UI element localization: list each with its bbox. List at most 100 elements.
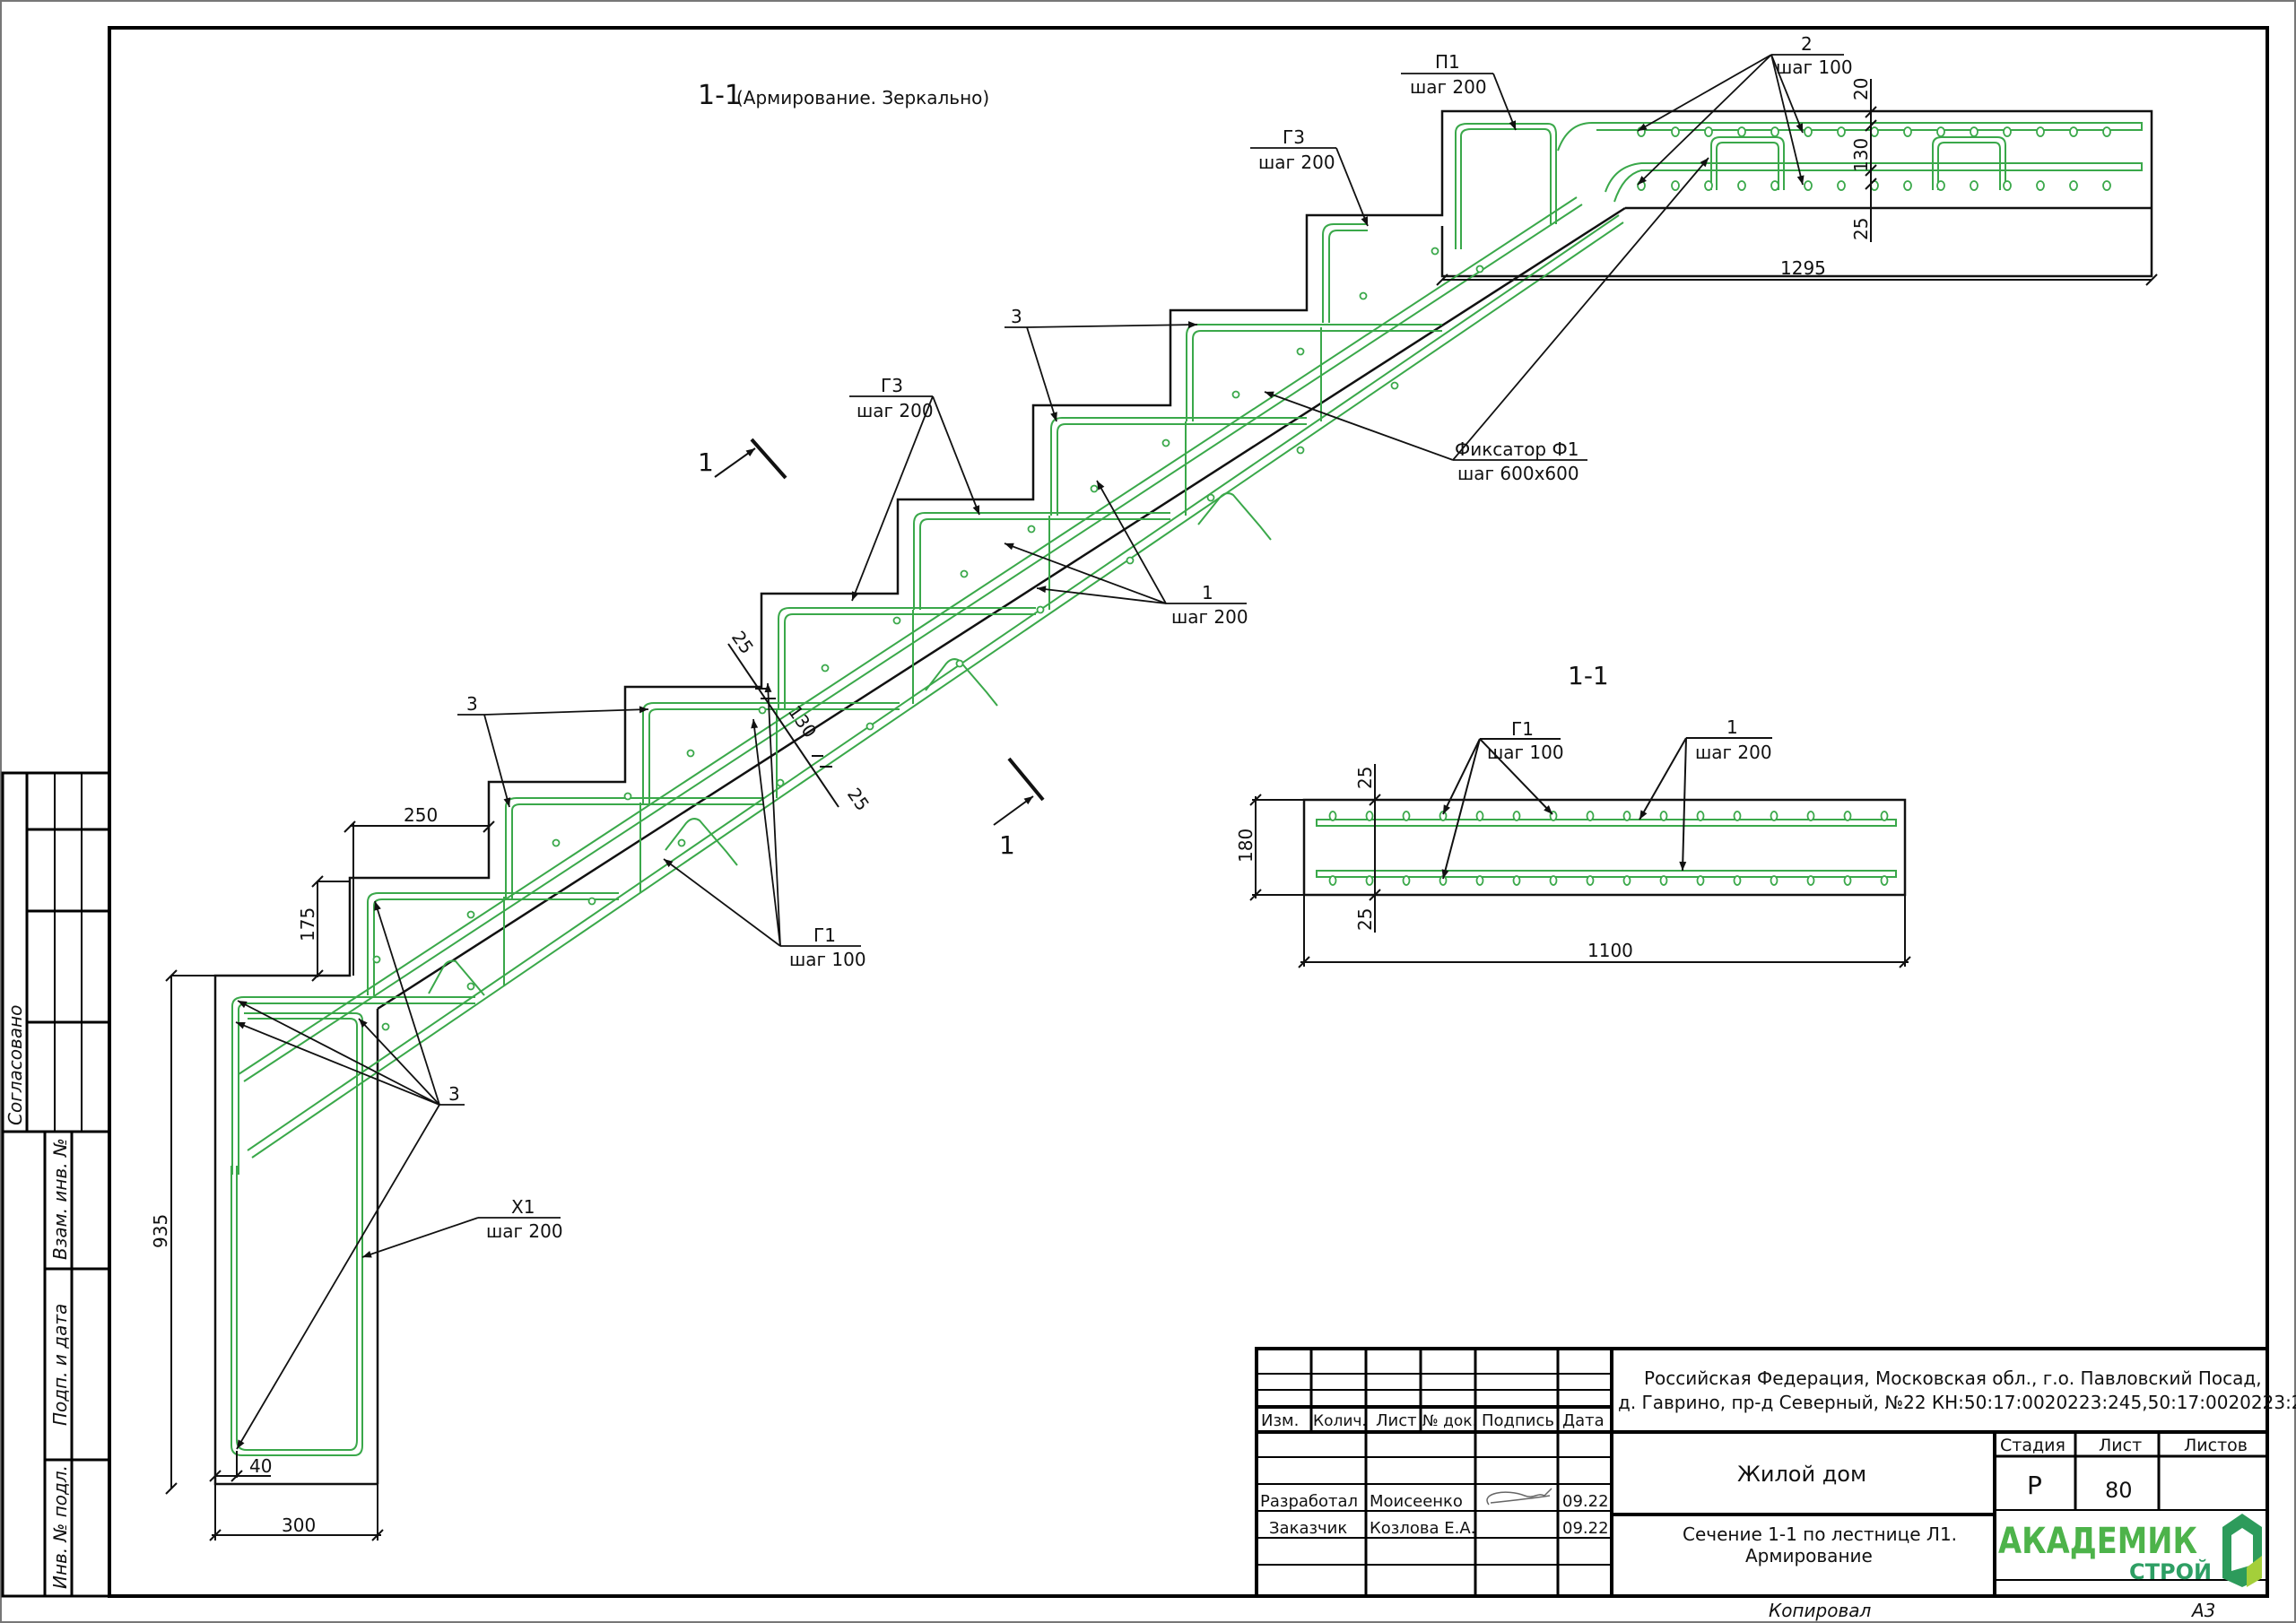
section-top-bar [1316, 819, 1897, 827]
tb-row-name-0: Моисеенко [1370, 1492, 1463, 1511]
sec-callout-bar1-step: шаг 200 [1695, 742, 1772, 763]
sec-dim-height: 180 [1235, 829, 1257, 863]
tb-header-izm: Изм. [1261, 1411, 1299, 1430]
logo-house-icon [2222, 1514, 2262, 1587]
dim-wall-width: 300 [282, 1515, 316, 1536]
dimension-lines [165, 79, 2158, 1541]
sec-callout-bar1-mark: 1 [1726, 716, 1738, 738]
landing-bottom-bar [1605, 162, 2143, 203]
dim-wall-height: 935 [150, 1214, 171, 1248]
section-mark-lower: 1 [993, 757, 1045, 860]
tb-header-podpis: Подпись [1482, 1411, 1554, 1430]
section-outline [1302, 798, 1907, 897]
tb-row-role-1: Заказчик [1269, 1519, 1347, 1538]
flight-top-bar [238, 196, 1583, 1082]
tb-header-kolich: Колич. [1313, 1412, 1367, 1430]
dim-flight-bottom-cover: 25 [843, 784, 874, 815]
callout-fixator-mark: Фиксатор Ф1 [1455, 438, 1578, 460]
stamp-agreed-label: Согласовано [4, 1005, 26, 1125]
callout-bar1-mark: 1 [1202, 582, 1213, 603]
landing-fixators [1710, 136, 2006, 190]
sec-callout-g1-step: шаг 100 [1487, 742, 1564, 763]
stamp-inv-orig-label: Инв. № подл. [49, 1465, 71, 1589]
tb-address-line2: д. Гаврино, пр-д Северный, №22 КН:50:17:… [1618, 1392, 2296, 1413]
landing-top-bar [1557, 122, 2143, 152]
tb-row-role-0: Разработал [1260, 1492, 1358, 1511]
rebar-cage [230, 122, 2143, 1456]
tb-stage-label: Стадия [2000, 1436, 2066, 1455]
main-view-title-number: 1-1 [698, 80, 742, 111]
logo-sub-text: СТРОЙ [2129, 1558, 2212, 1584]
callout-g3-top-step: шаг 200 [1258, 152, 1335, 173]
callout-x1-mark: Х1 [511, 1196, 535, 1218]
landing-ubar-p1 [1455, 123, 1557, 249]
section-mark-upper-label: 1 [698, 447, 714, 477]
tb-header-data: Дата [1562, 1411, 1605, 1430]
section-view: Г1 шаг 100 1 шаг 200 180 25 25 1100 [1235, 716, 1911, 968]
dim-landing-bottom-cover: 25 [1850, 218, 1872, 240]
tb-header-ndok: № док. [1422, 1412, 1477, 1430]
side-stamp [1, 771, 111, 1598]
dim-riser: 175 [297, 907, 318, 942]
tb-sheet-value: 80 [2105, 1478, 2133, 1503]
tb-sheet-label: Лист [2099, 1436, 2142, 1455]
callout-fixator-step: шаг 600х600 [1457, 463, 1579, 484]
callout-g3-mid-step: шаг 200 [857, 400, 934, 421]
callout-p1-step: шаг 200 [1410, 76, 1487, 98]
stamp-inv-replace-label: Взам. инв. № [49, 1138, 71, 1260]
callout-bar2-step: шаг 100 [1776, 56, 1853, 78]
tb-sheet-title-line1: Сечение 1-1 по лестнице Л1. [1683, 1523, 1957, 1545]
dim-landing-thickness: 130 [1850, 138, 1872, 172]
step-bars [231, 223, 1442, 1175]
flight-fixators [428, 492, 1272, 996]
wall-stirrup-x1 [230, 1012, 363, 1456]
callout-g1-step: шаг 100 [789, 949, 866, 970]
callout-g3-top-mark: Г3 [1283, 126, 1305, 148]
callout-bar3-bottom-mark: 3 [448, 1083, 460, 1105]
section-dots [1328, 811, 1889, 886]
callout-bar3-mid-mark: 3 [466, 693, 478, 715]
sec-callout-g1-mark: Г1 [1511, 718, 1534, 740]
tb-row-date-0: 09.22 [1562, 1492, 1609, 1511]
signature-mark [1486, 1488, 1552, 1506]
section-view-title: 1-1 [1568, 661, 1609, 690]
dim-landing-length: 1295 [1780, 257, 1826, 279]
company-logo: АКАДЕМИК СТРОЙ [1998, 1514, 2262, 1587]
callout-bar2-mark: 2 [1801, 33, 1813, 55]
callout-g1-mark: Г1 [813, 924, 836, 946]
title-block-grid [1255, 1347, 2269, 1598]
dim-flight-top-cover: 25 [727, 627, 758, 658]
tb-header-list: Лист [1376, 1411, 1417, 1430]
callout-x1-step: шаг 200 [486, 1220, 563, 1242]
stamp-sign-date-label: Подп. и дата [49, 1304, 71, 1426]
callout-bar3-top-mark: 3 [1011, 306, 1022, 327]
section-bottom-bar [1316, 870, 1897, 878]
tb-sheets-label: Листов [2184, 1436, 2248, 1455]
tb-object-name: Жилой дом [1737, 1462, 1866, 1487]
callout-leaders [235, 54, 1844, 1450]
dim-landing-top-cover: 20 [1850, 78, 1872, 100]
main-view-title-note: (Армирование. Зеркально) [736, 87, 989, 108]
stair-concrete-outline [213, 109, 2153, 1486]
section-mark-lower-label: 1 [999, 830, 1015, 860]
tb-format-label: А3 [2190, 1600, 2215, 1621]
sec-dim-top-cover: 25 [1354, 767, 1376, 789]
callout-g3-mid-mark: Г3 [881, 375, 903, 396]
tb-row-name-1: Козлова Е.А. [1370, 1519, 1475, 1538]
tb-copied-label: Копировал [1769, 1600, 1871, 1621]
sec-dim-bottom-cover: 25 [1354, 908, 1376, 931]
callout-p1-mark: П1 [1435, 51, 1460, 73]
dim-wall-cover: 40 [249, 1455, 272, 1477]
tb-row-date-1: 09.22 [1562, 1519, 1609, 1538]
flight-bottom-bar [247, 214, 1624, 1159]
rebar-dots [372, 126, 2111, 1031]
tb-sheet-title-line2: Армирование [1745, 1545, 1873, 1567]
logo-main-text: АКАДЕМИК [1998, 1521, 2197, 1562]
section-mark-upper: 1 [698, 438, 787, 480]
dim-tread: 250 [404, 804, 438, 826]
tb-stage-value: Р [2027, 1471, 2042, 1500]
tb-address-line1: Российская Федерация, Московская обл., г… [1644, 1367, 2262, 1389]
callout-bar1-step: шаг 200 [1171, 606, 1248, 628]
